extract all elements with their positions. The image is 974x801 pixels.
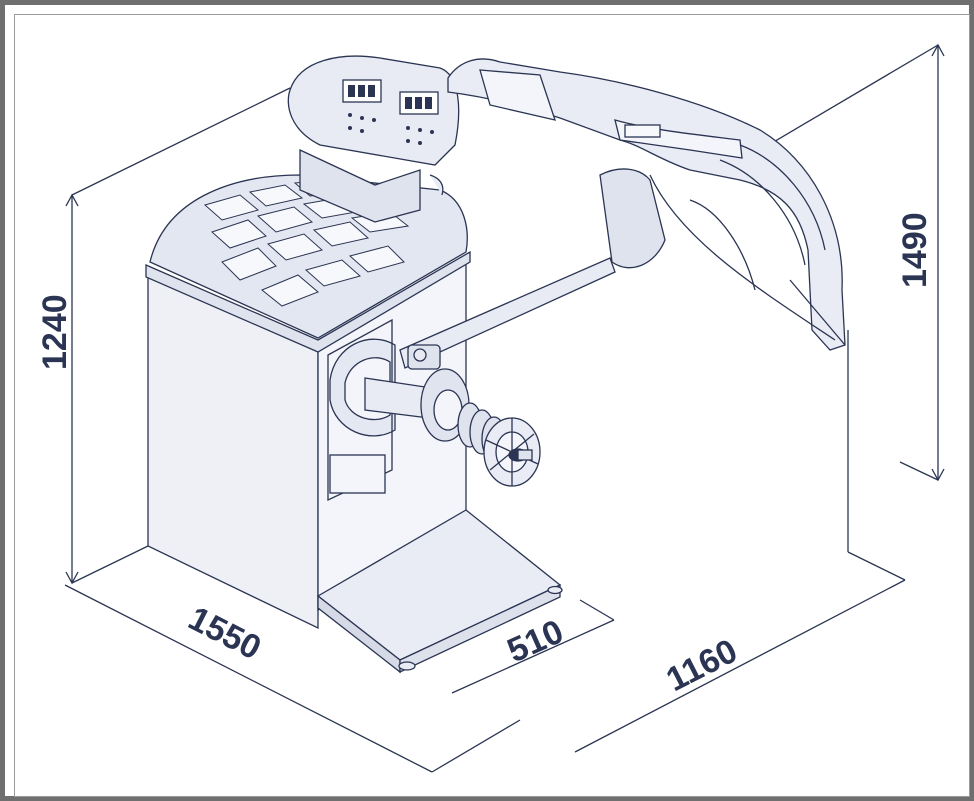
base-plate bbox=[316, 509, 563, 674]
guard-arm bbox=[399, 257, 616, 370]
inner-border bbox=[14, 14, 970, 797]
dimension-label-1550: 1550 bbox=[182, 599, 267, 667]
wheel-guard-hood bbox=[447, 58, 846, 351]
dimension-label-510: 510 bbox=[502, 613, 569, 671]
dimension-lines bbox=[64, 43, 945, 773]
display-console bbox=[287, 55, 460, 223]
dimension-label-1160: 1160 bbox=[660, 632, 743, 699]
dimension-label-1240: 1240 bbox=[36, 294, 74, 370]
dimension-label-1490: 1490 bbox=[896, 212, 934, 288]
shaft-flange-assembly bbox=[327, 318, 541, 502]
